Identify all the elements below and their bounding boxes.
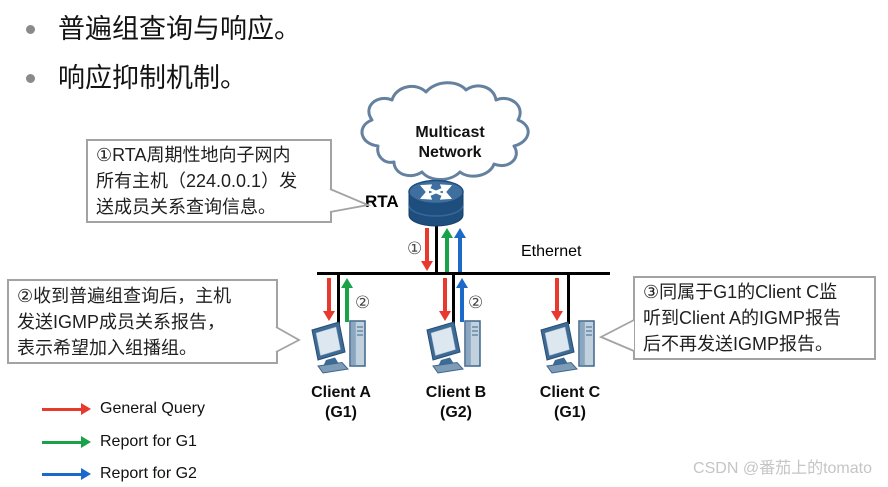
client-b-icon — [426, 320, 481, 374]
callout-line: 后不再发送IGMP报告。 — [643, 334, 834, 354]
legend-row-report-g1: Report for G1 — [42, 433, 197, 451]
router-label: RTA — [365, 192, 399, 211]
arrow-general-query-client-c — [551, 278, 563, 321]
legend-row-report-g2: Report for G2 — [42, 465, 197, 483]
bullet-item: 普遍组查询与响应。 — [26, 14, 301, 45]
bullet-item: 响应抑制机制。 — [26, 63, 247, 94]
bullet-text: 响应抑制机制。 — [58, 63, 247, 93]
step-marker-2b: ② — [468, 293, 484, 312]
bullet-dot-icon — [26, 74, 35, 83]
callout-line: 所有主机（224.0.0.1）发 — [96, 171, 298, 191]
callout-line: 发送IGMP成员关系报告， — [17, 311, 226, 332]
bullet-dot-icon — [26, 25, 35, 34]
arrow-report-g1-client-a — [341, 278, 353, 322]
ethernet-bus — [317, 272, 610, 275]
cloud-shape — [360, 81, 530, 181]
callout-step2-tail — [275, 326, 301, 353]
client-a-icon — [311, 320, 366, 374]
multicast-cloud-icon: Multicast Network — [360, 81, 530, 181]
callout-line: 表示希望加入组播组。 — [17, 337, 197, 358]
client-a-drop-line — [337, 274, 340, 324]
client-a-label: Client A (G1) — [286, 383, 396, 423]
cloud-label-line2: Network — [418, 144, 481, 161]
legend-label: Report for G2 — [100, 465, 197, 482]
arrow-report-g1-router — [441, 228, 453, 272]
legend-label: General Query — [100, 400, 205, 417]
arrow-report-g2-client-b — [456, 278, 468, 322]
legend-arrow-general-query-icon — [42, 402, 91, 415]
callout-step1: ①RTA周期性地向子网内 所有主机（224.0.0.1）发 送成员关系查询信息。 — [86, 139, 332, 223]
client-c-drop-line — [567, 274, 570, 324]
client-c-label: Client C (G1) — [515, 383, 625, 423]
client-b-drop-line — [452, 274, 455, 324]
client-c-icon — [540, 320, 595, 374]
router-drop-line — [435, 226, 438, 274]
client-group: (G1) — [554, 404, 586, 421]
callout-line: 听到Client A的IGMP报告 — [643, 308, 842, 328]
callout-line: 送成员关系查询信息。 — [96, 197, 276, 217]
callout-line: ③同属于G1的Client C监 — [643, 282, 838, 302]
arrow-general-query-client-a — [323, 278, 335, 321]
client-group: (G1) — [325, 404, 357, 421]
client-name: Client C — [539, 384, 601, 401]
client-b-label: Client B (G2) — [401, 383, 511, 423]
legend-row-general-query: General Query — [42, 400, 205, 418]
callout-line: ①RTA周期性地向子网内 — [96, 145, 291, 165]
watermark: CSDN @番茄上的tomato — [693, 460, 872, 477]
ethernet-label: Ethernet — [521, 243, 582, 260]
arrow-general-query-client-b — [439, 278, 451, 321]
legend-label: Report for G1 — [100, 433, 197, 450]
client-name: Client B — [425, 384, 487, 401]
step-marker-2a: ② — [355, 293, 371, 312]
step-marker-1: ① — [407, 239, 423, 258]
client-group: (G2) — [440, 404, 472, 421]
legend-arrow-report-g2-icon — [42, 467, 91, 480]
bullet-text: 普遍组查询与响应。 — [58, 14, 301, 44]
callout-line: ②收到普遍组查询后，主机 — [17, 285, 232, 306]
router-icon — [408, 179, 464, 227]
legend-arrow-report-g1-icon — [42, 435, 91, 448]
client-name: Client A — [311, 384, 371, 401]
arrow-general-query-router — [421, 228, 433, 271]
cloud-label-line1: Multicast — [415, 124, 485, 141]
callout-step3: ③同属于G1的Client C监 听到Client A的IGMP报告 后不再发送… — [633, 276, 876, 360]
callout-step2: ②收到普遍组查询后，主机 发送IGMP成员关系报告， 表示希望加入组播组。 — [7, 279, 278, 364]
callout-step3-tail — [598, 319, 635, 352]
arrow-report-g2-router — [454, 228, 466, 272]
